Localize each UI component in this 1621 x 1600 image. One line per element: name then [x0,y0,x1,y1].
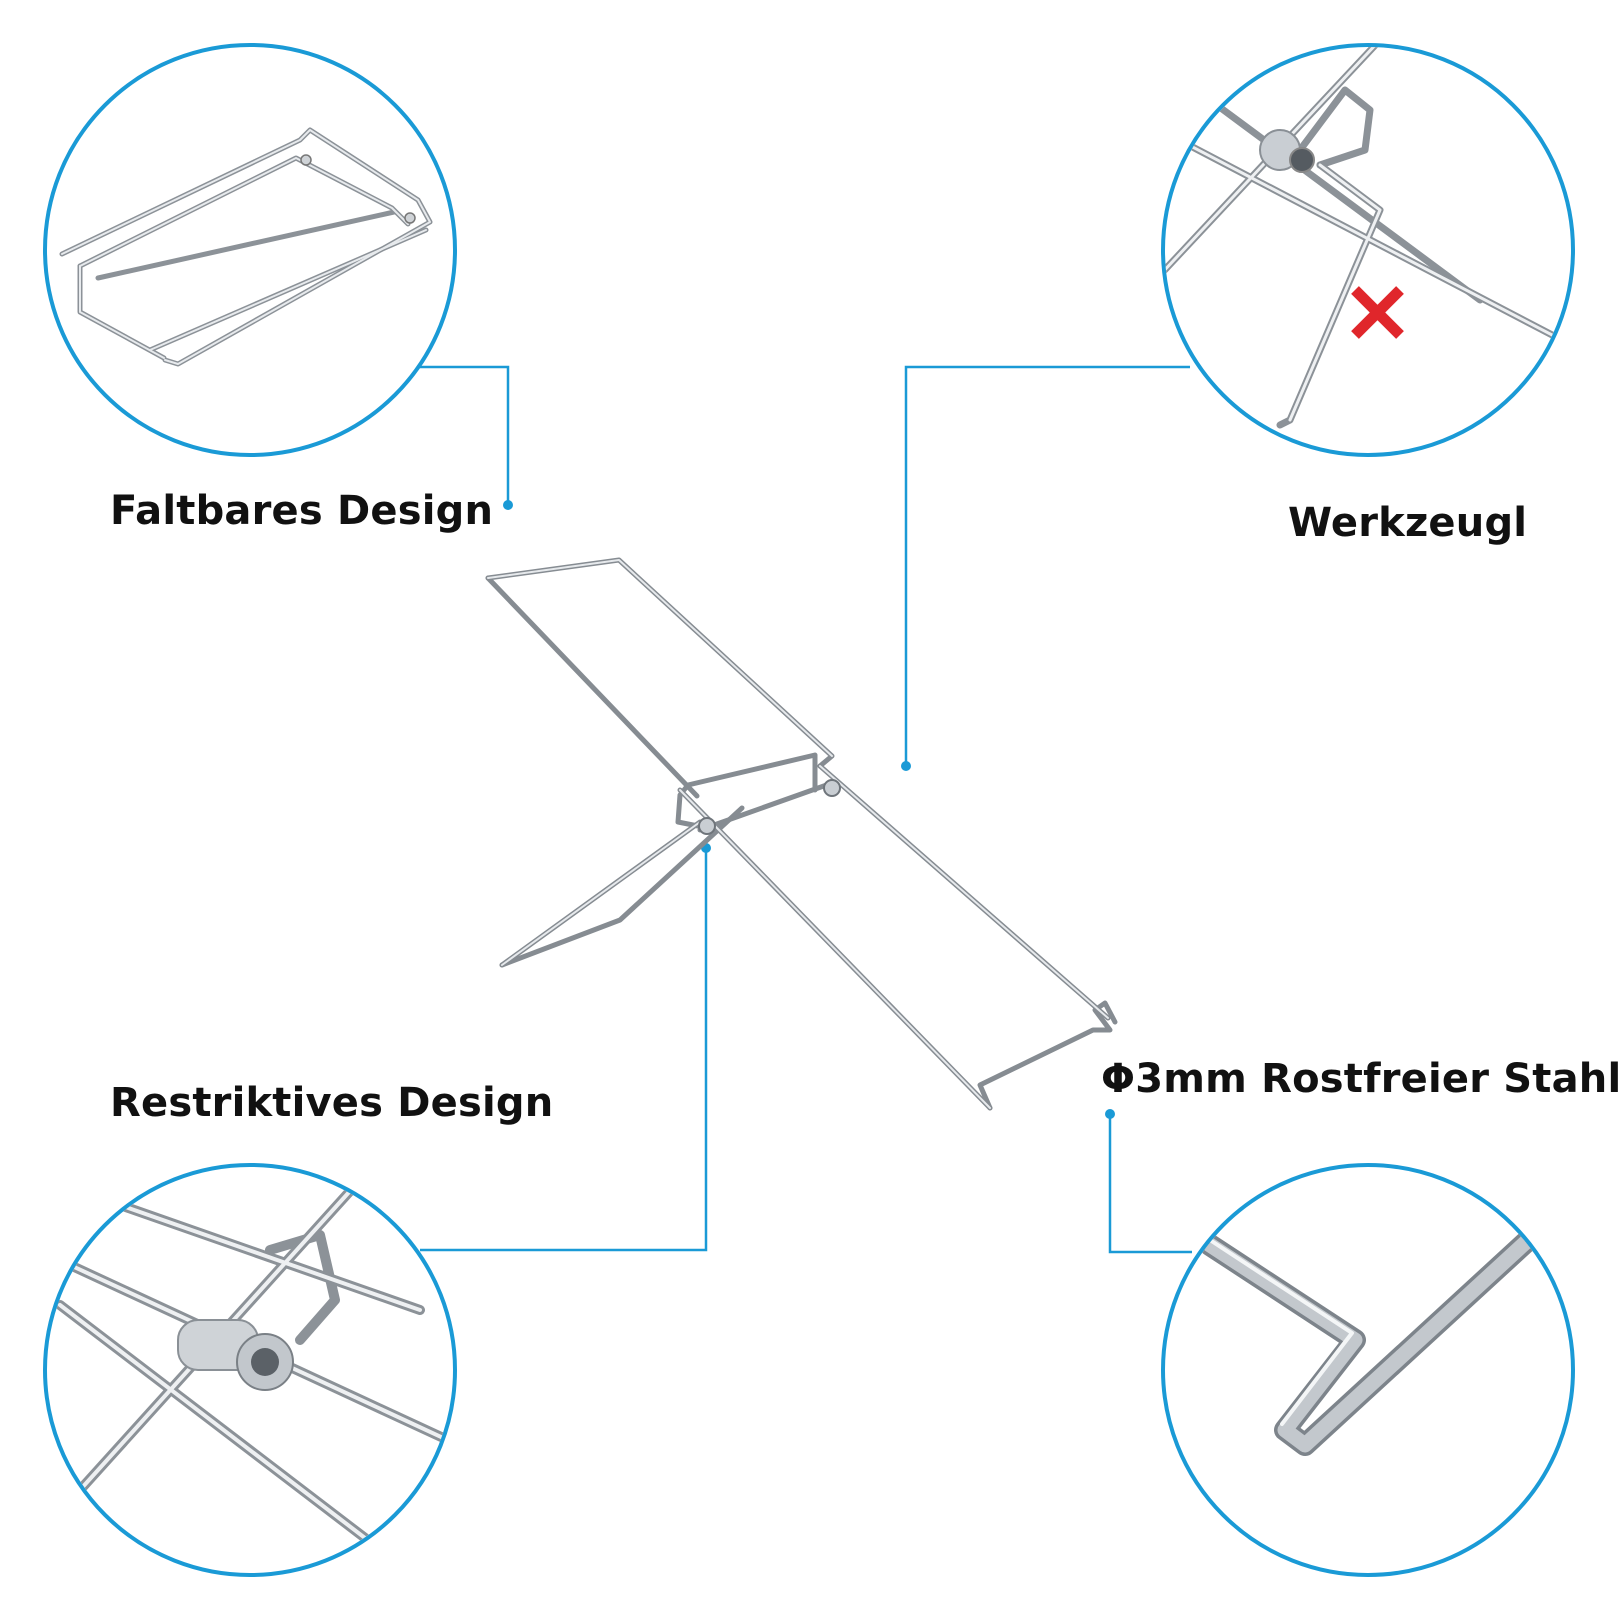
feature-label-restrictive: Restriktives Design [110,1080,554,1126]
connector-dot-steel [1105,1109,1115,1119]
feature-label-foldable: Faltbares Design [110,488,494,534]
connector-steel [1108,1114,1192,1254]
detail-circle-tool-free [1161,43,1575,457]
detail-circle-foldable [43,43,457,457]
red-cross-icon [1351,286,1404,339]
connector-tool-free [904,365,1190,766]
detail-circle-restrictive [43,1163,457,1577]
connector-lines [420,365,1192,1254]
connector-dot-tool-free [901,761,911,771]
feature-label-steel: Φ3mm Rostfreier Stahl [1101,1056,1621,1102]
connector-dot-foldable [503,500,513,510]
connector-foldable [420,365,510,505]
feature-label-tool-free: Werkzeugl [1288,500,1528,546]
wire-stand-illustration [485,557,1118,1111]
detail-circle-steel [1161,1163,1575,1577]
connector-restrictive [420,848,708,1252]
